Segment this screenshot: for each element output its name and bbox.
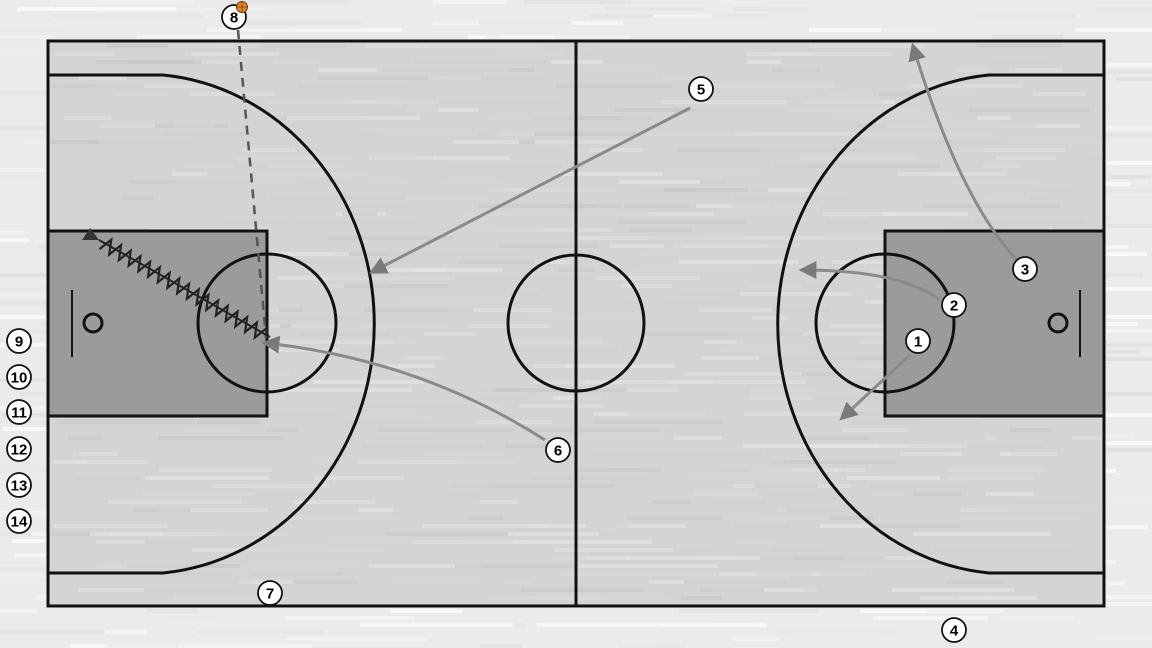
- player-marker-11: 11: [6, 399, 32, 425]
- player-circle: [545, 437, 571, 463]
- player-circle: [6, 436, 32, 462]
- player-circle: [6, 364, 32, 390]
- right-key: [883, 229, 1106, 418]
- right-three-point-line: [776, 73, 1104, 575]
- player-number: 3: [1021, 262, 1029, 279]
- player-number: 6: [554, 443, 562, 460]
- player-circle: [905, 328, 931, 354]
- player-number: 13: [11, 478, 28, 495]
- left-three-point-line: [48, 73, 376, 575]
- basket-hoop-icon: [82, 312, 104, 334]
- player-number: 7: [266, 586, 274, 603]
- basketball-icon: [236, 1, 248, 13]
- player-number: 1: [914, 334, 922, 351]
- left-key: [46, 229, 269, 418]
- player-marker-7: 7: [257, 580, 283, 606]
- player-circle: [6, 399, 32, 425]
- pass-line-8: [236, 29, 268, 339]
- player-marker-2: 2: [941, 292, 967, 318]
- left-free-throw-circle: [196, 252, 338, 394]
- play-arrows: [82, 29, 1019, 442]
- player-marker-13: 13: [6, 472, 32, 498]
- player-marker-9: 9: [6, 328, 32, 354]
- player-number: 14: [11, 514, 28, 531]
- player-marker-1: 1: [905, 328, 931, 354]
- player-marker-6: 6: [545, 437, 571, 463]
- player-circle: [6, 472, 32, 498]
- player-number: 12: [11, 442, 28, 459]
- player-number: 4: [950, 623, 959, 640]
- player-number: 9: [15, 334, 23, 351]
- right-free-throw-circle: [814, 252, 956, 394]
- player-marker-5: 5: [688, 76, 714, 102]
- player-marker-12: 12: [6, 436, 32, 462]
- player-marker-8: 8: [221, 1, 248, 30]
- player-circle: [1012, 256, 1038, 282]
- player-circle: [688, 76, 714, 102]
- cut-arrow-5: [368, 106, 691, 274]
- player-circle: [941, 292, 967, 318]
- cut-arrow-2: [798, 261, 941, 302]
- cut-arrow-1: [839, 353, 912, 421]
- player-circle: [6, 328, 32, 354]
- dribble-zigzag: [98, 237, 270, 341]
- basket-hoop-icon: [1047, 312, 1069, 334]
- player-circle: [257, 580, 283, 606]
- player-marker-3: 3: [1012, 256, 1038, 282]
- cut-arrow-3: [908, 42, 1019, 262]
- player-circle: [941, 617, 967, 643]
- player-number: 8: [230, 10, 238, 27]
- player-marker-10: 10: [6, 364, 32, 390]
- center-circle: [506, 253, 646, 393]
- cut-arrow-6: [261, 335, 546, 442]
- player-number: 2: [950, 298, 958, 315]
- player-number: 10: [11, 370, 28, 387]
- player-marker-4: 4: [941, 617, 967, 643]
- player-number: 11: [11, 405, 27, 422]
- player-marker-14: 14: [6, 508, 32, 534]
- player-circle: [6, 508, 32, 534]
- player-number: 5: [697, 82, 705, 99]
- dribble-arrowhead: [82, 228, 99, 240]
